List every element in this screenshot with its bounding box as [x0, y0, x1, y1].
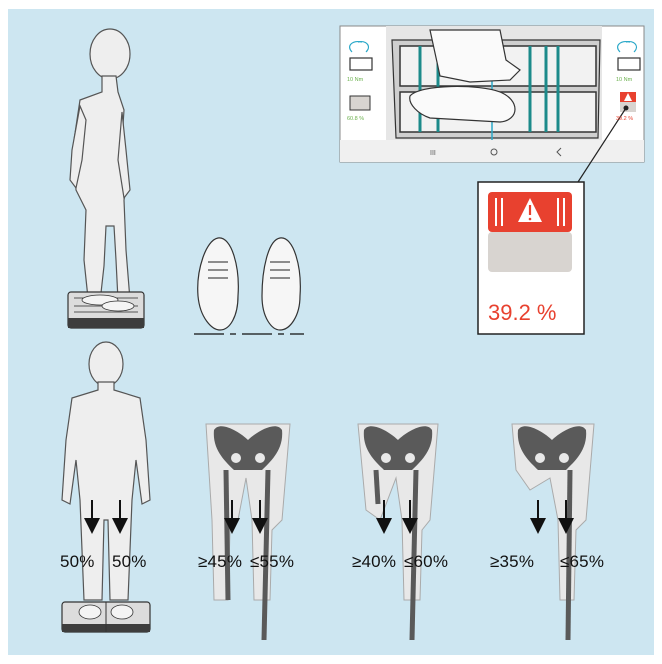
left-load-label: ≥40%: [352, 552, 396, 572]
left-load-label: ≥45%: [198, 552, 242, 572]
left-torque-value: 10 Nm: [347, 77, 363, 83]
down-arrow-icon: [92, 500, 566, 526]
pelvis-skeleton-icon: [358, 424, 438, 640]
tablet-screen: III: [340, 26, 644, 162]
right-torque-value: 10 Nm: [616, 77, 632, 83]
pelvis-skeleton-icon: [512, 424, 594, 640]
force-plate-icon: [62, 602, 150, 632]
standing-person-side-icon: [70, 29, 130, 302]
pelvis-skeleton-icon: [206, 424, 290, 640]
right-load-label: ≤65%: [560, 552, 604, 572]
shoes-icon: [194, 238, 304, 334]
right-load-label: ≤60%: [404, 552, 448, 572]
right-load-label: ≤55%: [250, 552, 294, 572]
alert-percent: 39.2 %: [488, 300, 557, 326]
right-load-value: 39.2 %: [616, 116, 633, 122]
left-load-label: 50%: [60, 552, 95, 572]
force-plate-icon: [68, 292, 144, 328]
right-load-label: 50%: [112, 552, 147, 572]
left-load-label: ≥35%: [490, 552, 534, 572]
nav-recent-icon[interactable]: III: [430, 150, 436, 157]
left-load-value: 60.8 %: [347, 116, 364, 122]
